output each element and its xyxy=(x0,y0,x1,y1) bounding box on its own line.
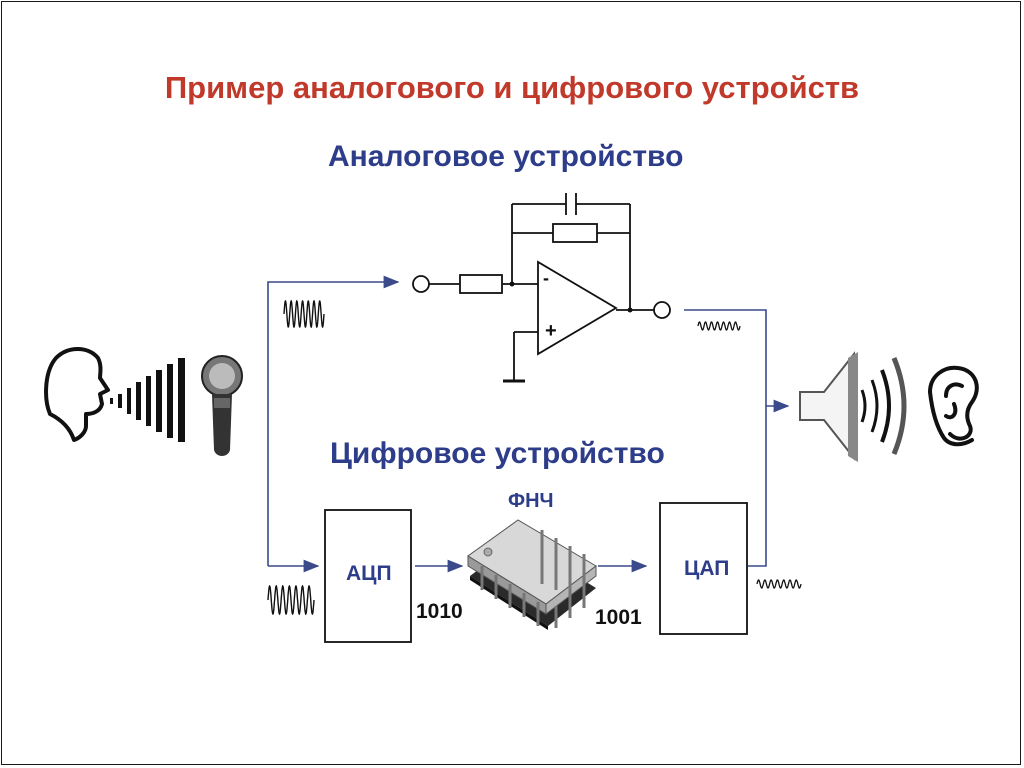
speaker-icon xyxy=(799,351,907,462)
opamp-minus-label: - xyxy=(543,268,549,288)
speaking-head-icon xyxy=(44,347,110,442)
ear-icon xyxy=(928,365,979,447)
input-code-label: 1010 xyxy=(416,600,463,623)
microphone-icon xyxy=(201,355,243,456)
dac-label: ЦАП xyxy=(684,557,730,580)
output-signal-analog xyxy=(697,321,741,331)
chip-icon xyxy=(467,519,597,630)
filter-label: ФНЧ xyxy=(508,490,554,512)
digital-heading: Цифровое устройство xyxy=(330,437,665,470)
adc-block xyxy=(324,509,412,643)
adc-label: АЦП xyxy=(346,562,392,585)
output-signal-digital xyxy=(756,579,802,589)
slide-title: Пример аналогового и цифрового устройств xyxy=(164,70,860,105)
input-signal-top xyxy=(283,299,325,329)
sound-waves-icon xyxy=(110,358,185,442)
junction-dot xyxy=(627,307,633,313)
analog-heading: Аналоговое устройство xyxy=(328,140,684,173)
signal-lines xyxy=(267,275,790,573)
opamp-plus-label: + xyxy=(545,320,557,342)
junction-dot xyxy=(509,281,515,287)
opamp-circuit xyxy=(412,193,671,383)
dac-block xyxy=(659,502,748,635)
input-signal-bottom xyxy=(267,584,315,616)
output-code-label: 1001 xyxy=(595,606,642,629)
